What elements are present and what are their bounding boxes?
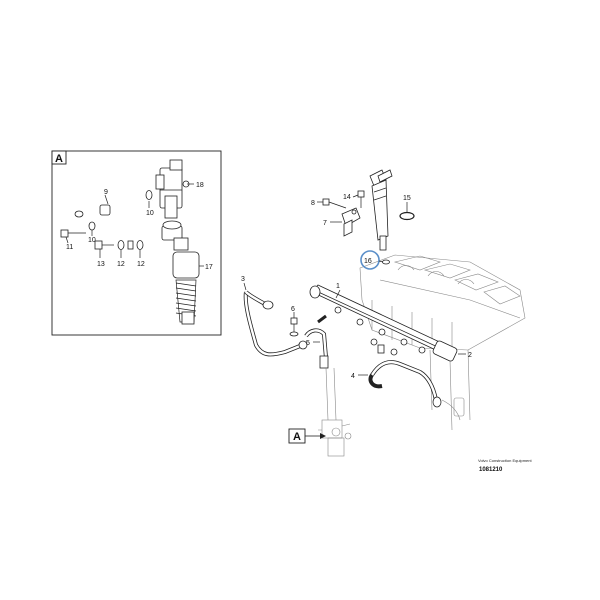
label-d11: 11 (66, 244, 73, 251)
rail-ports (334, 306, 426, 356)
callout-label: A (293, 431, 301, 443)
leader-d11 (65, 236, 69, 244)
label-d12a: 12 (117, 261, 125, 268)
leader-d9 (104, 194, 109, 205)
fuel-line-nut (99, 204, 111, 216)
label-d18: 18 (196, 182, 204, 189)
label-m14: 14 (343, 194, 351, 201)
fuel-line-9-inner (75, 182, 153, 215)
clamp-7 (341, 207, 361, 237)
o-ring-15 (399, 211, 415, 221)
side-hose (441, 397, 465, 421)
connector-pipe-5 (304, 314, 329, 369)
injector-clamp-bolt (357, 190, 365, 208)
label-d9: 9 (104, 189, 108, 196)
drawing-number: 1081210 (479, 467, 503, 473)
fuel-line-end-fitting (74, 210, 84, 218)
label-m2: 2 (468, 352, 472, 359)
drawing-footer: Volvo Construction Equipment 1081210 (478, 458, 532, 473)
pressure-pipe-3 (243, 290, 308, 357)
high-pressure-pump (318, 367, 352, 457)
detail-frame (51, 150, 222, 336)
detail-label-box (51, 150, 67, 165)
leader-m3 (243, 282, 247, 291)
leader-m16 (378, 260, 384, 263)
common-rail-1 (309, 284, 458, 362)
label-m15: 15 (403, 195, 411, 202)
callout-arrow (320, 433, 326, 439)
label-d12b: 12 (137, 261, 145, 268)
label-d10b: 10 (88, 237, 96, 244)
pump-unit-18 (155, 159, 190, 219)
label-d13: 13 (97, 261, 105, 268)
washer-10-top (145, 190, 153, 200)
label-d17: 17 (205, 264, 213, 271)
main-assembly: 1 2 3 4 5 6 7 8 14 15 16 (241, 169, 526, 457)
label-m6: 6 (291, 306, 295, 313)
injector-14 (369, 169, 393, 251)
seal-12 (127, 240, 134, 250)
label-d10a: 10 (146, 210, 154, 217)
return-pipe-4 (368, 344, 442, 408)
washer-12-left (117, 240, 125, 250)
label-m3: 3 (241, 276, 245, 283)
injector-spring (175, 282, 197, 317)
bolt-11 (60, 229, 86, 238)
highlight-ring-16 (360, 250, 380, 270)
unit-injector-17 (161, 220, 200, 325)
leader-m14 (352, 194, 359, 198)
bolt-6 (289, 317, 299, 337)
label-m16: 16 (364, 258, 372, 265)
detail-label: A (55, 153, 63, 165)
publisher-name: Volvo Construction Equipment (478, 458, 532, 463)
washer-10-left (88, 221, 96, 231)
label-m7: 7 (323, 220, 327, 227)
label-m4: 4 (351, 373, 355, 380)
callout-view-a: A (288, 428, 326, 444)
bolt-13 (94, 240, 114, 250)
label-m8: 8 (311, 200, 315, 207)
label-m1: 1 (336, 283, 340, 290)
label-m5: 5 (306, 340, 310, 347)
washer-12-right (136, 240, 144, 250)
leader-m1 (335, 289, 341, 299)
detail-view-a: A (51, 150, 222, 336)
